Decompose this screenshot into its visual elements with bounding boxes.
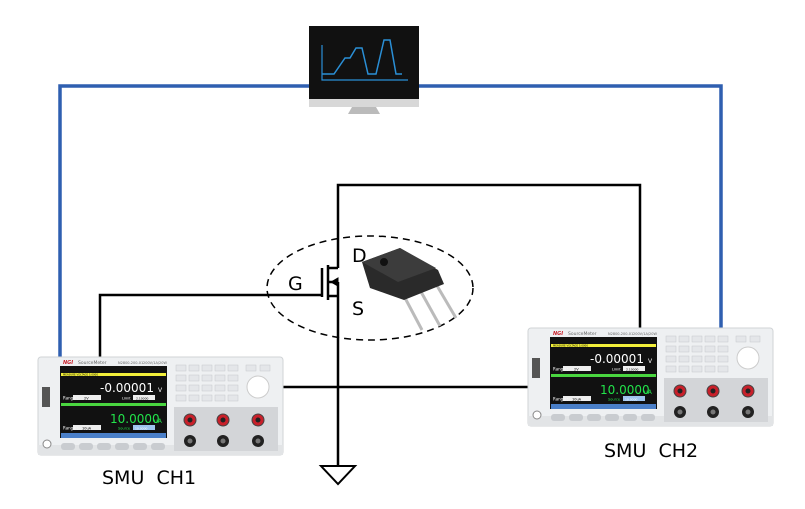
gate-label: G [288,273,303,295]
svg-text:uA: uA [644,389,653,396]
waveform-trace [321,45,408,81]
svg-text:10.0000: 10.0000 [135,427,147,431]
svg-text:V: V [648,358,653,365]
drain-label: D [352,245,367,267]
drain-wire [336,183,642,332]
to247-transistor-image [362,248,458,331]
svg-text:Range :: Range : [553,367,568,372]
source-value: 10.0000 [600,383,650,397]
svg-text:MEASURE VOLTAGE 5.0000: MEASURE VOLTAGE 5.0000 [553,344,588,348]
svg-text:NGI: NGI [553,331,563,337]
svg-text:SourceMeter: SourceMeter [568,331,597,337]
ground-icon [318,465,358,486]
source-value: 10.0000 [110,412,160,426]
smu-ch2-instrument: NGI SourceMeter N2800-200-01 200V/1A/20W… [527,327,774,427]
svg-text:NGI: NGI [63,360,73,366]
source-label: S [352,298,364,320]
svg-text:200V/1A/20W: 200V/1A/20W [633,332,658,336]
svg-text:Source: Source [608,398,620,402]
svg-text:Range :: Range : [553,397,568,402]
device-outline [266,235,474,341]
svg-text:2.10000: 2.10000 [626,368,638,372]
svg-text:10uA: 10uA [572,398,582,402]
svg-text:10.0000: 10.0000 [625,398,637,402]
svg-text:Source: Source [118,427,130,431]
smu-ch2-label: SMU CH2 [604,440,698,462]
svg-text:N2800-200-01: N2800-200-01 [118,361,143,365]
svg-text:Range :: Range : [63,426,78,431]
svg-text:2V: 2V [84,397,89,401]
comm-wire-ch2 [416,84,723,330]
svg-text:Limit: Limit [612,368,621,372]
svg-text:V: V [158,387,163,394]
comm-wire-ch1 [58,84,312,360]
mosfet-symbol [320,265,340,300]
smu-ch1-instrument: NGI SourceMeter N2800-200-01 200V/1A/20W… [37,356,284,456]
svg-text:SourceMeter: SourceMeter [78,360,107,366]
smu-ch1-label: SMU CH1 [102,467,196,489]
svg-text:10uA: 10uA [82,427,92,431]
svg-text:2.10000: 2.10000 [136,397,148,401]
svg-text:200V/1A/20W: 200V/1A/20W [143,361,168,365]
computer-monitor [309,26,419,114]
measure-value: -0.00001 [100,381,154,395]
svg-text:MEASURE VOLTAGE 5.0000: MEASURE VOLTAGE 5.0000 [63,373,98,377]
svg-text:uA: uA [154,418,163,425]
svg-text:2V: 2V [574,368,579,372]
gate-wire [98,293,322,360]
measure-value: -0.00001 [590,352,644,366]
svg-text:Range :: Range : [63,396,78,401]
svg-text:N2800-200-01: N2800-200-01 [608,332,633,336]
svg-text:Limit: Limit [122,397,131,401]
